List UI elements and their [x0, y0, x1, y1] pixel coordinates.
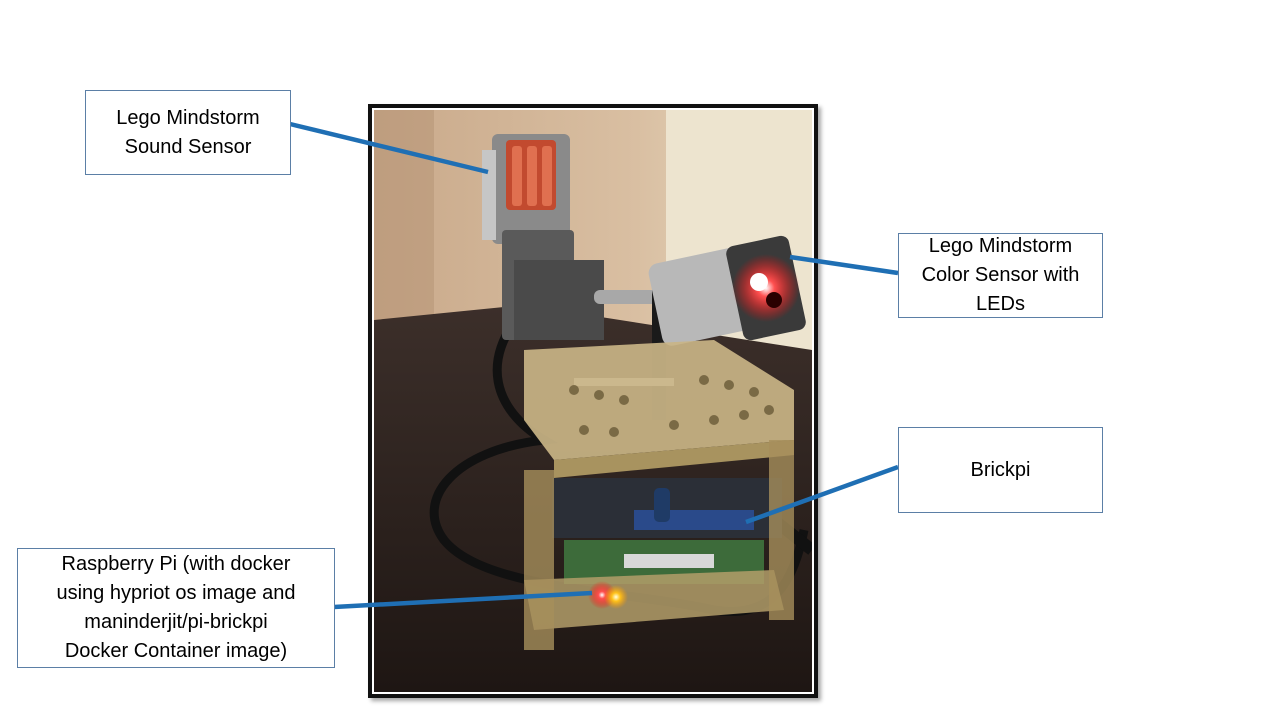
pi-connector	[624, 554, 714, 568]
photo-frame	[368, 104, 818, 698]
plate-holes	[569, 375, 774, 437]
side-plate-left	[524, 470, 554, 650]
wall-shadow-left	[374, 110, 434, 320]
color-sensor-graphic	[648, 235, 806, 346]
label-line: Lego Mindstorm	[928, 235, 1073, 257]
label-line: Sound Sensor	[124, 135, 252, 158]
label-line: using hypriot os image and	[56, 582, 296, 604]
bottom-plate	[524, 570, 784, 630]
robot-photo	[374, 110, 812, 692]
side-plate-right	[769, 440, 794, 620]
label-line: Raspberry Pi (with docker	[61, 553, 291, 575]
label-line: Color Sensor with	[921, 264, 1080, 286]
capacitor	[654, 488, 670, 522]
yellow-led-glow	[604, 585, 628, 609]
label-line: Brickpi	[970, 458, 1031, 481]
label-color-sensor: Lego Mindstorm Color Sensor with LEDs	[898, 233, 1103, 318]
label-line: LEDs	[976, 293, 1025, 315]
brickpi-pcb	[634, 510, 754, 530]
label-sound-sensor: Lego Mindstorm Sound Sensor	[85, 90, 291, 175]
top-plate-edge	[554, 440, 794, 478]
label-line: Lego Mindstorm	[116, 106, 260, 129]
label-line: maninderjit/pi-brickpi	[84, 611, 268, 633]
top-plate	[524, 340, 794, 460]
label-brickpi: Brickpi	[898, 427, 1103, 513]
label-raspberry-pi: Raspberry Pi (with docker using hypriot …	[17, 548, 335, 668]
sound-sensor-graphic	[482, 134, 604, 340]
label-line: Docker Container image)	[64, 640, 288, 662]
